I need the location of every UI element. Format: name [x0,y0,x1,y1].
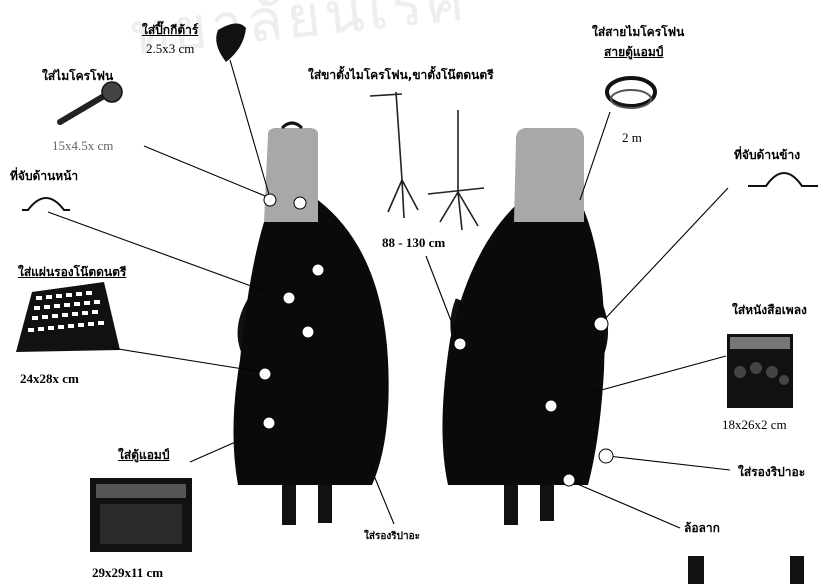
dim-songbook: 18x26x2 cm [722,418,787,431]
leader-line-umbrella-front [370,466,394,524]
marker-dot [545,400,557,412]
marker-dot [263,417,275,429]
label-pick: ใส่ปิ๊กกีต้าร์ [142,24,198,36]
label-score-pad: ใส่แผ่นรองโน๊ตดนตรี [18,266,126,278]
label-songbook: ใส่หนังสือเพลง [732,304,807,316]
dim-stands: 88 - 130 cm [382,236,445,249]
leader-line-score-pad [112,348,262,372]
leader-line-songbook [594,356,726,392]
dim-score-pad: 24x28x cm [20,372,79,385]
marker-dot [302,326,314,338]
marker-dot [294,197,306,209]
leader-line-side-handle [602,188,728,322]
front-bag-legs [282,485,332,525]
corner-block-right [790,556,804,584]
dim-pick: 2.5x3 cm [146,42,194,55]
cable-coil-illustration [607,78,655,108]
dim-amp: 29x29x11 cm [92,566,163,579]
label-umbrella-back: ใส่รองริปาอะ [738,466,805,478]
label-stands: ใส่ขาตั้งไมโครโฟน,ขาตั้งโน๊ตดนตรี [308,69,494,81]
music-stand-illustration [428,110,484,230]
marker-dot [454,338,466,350]
label-wheels: ล้อลาก [684,522,720,534]
amplifier-illustration [90,478,192,552]
score-pad-illustration [16,282,120,352]
label-amp: ใส่ตู้แอมป์ [118,449,169,461]
dim-mic: 15x4.5x cm [52,139,113,152]
label-umbrella-front: ใส่รองริปาอะ [364,532,420,542]
front-bag-handle [282,123,302,128]
leader-line-wheels [568,480,680,528]
marker-dot [594,317,608,331]
marker-dot [264,194,276,206]
leader-line-amp [190,440,240,462]
marker-dot [259,368,271,380]
leader-line-mic-strap [580,112,610,200]
front-handle-icon [22,198,70,210]
guitar-pick-illustration [216,23,246,62]
leader-line-umbrella-back [608,456,730,470]
label-mic: ใส่ไมโครโฟน [42,70,113,82]
label-amp-strap: สายตู้แอมป์ [604,46,663,58]
microphone-illustration [60,82,122,122]
back-bag [442,128,604,525]
dim-mic-strap: 2 m [622,131,642,144]
back-bag-top [514,128,584,222]
marker-dot [599,449,613,463]
marker-dot [563,474,575,486]
marker-dot [312,264,324,276]
corner-block-left [688,556,704,584]
back-bag-legs [504,485,554,525]
leader-line-mic [144,146,270,198]
side-handle-icon [748,173,818,186]
label-mic-strap: ใส่สายไมโครโฟน [592,26,684,38]
front-bag [233,123,388,525]
label-front-handle: ที่จับด้านหน้า [10,170,78,182]
leader-line-stands [426,256,460,344]
leader-line-pick [230,60,270,198]
label-side-handle: ที่จับด้านข้าง [734,149,800,161]
marker-dot [283,292,295,304]
front-bag-top [264,128,318,222]
microphone-stand-illustration [370,92,418,218]
songbook-illustration [727,334,793,408]
